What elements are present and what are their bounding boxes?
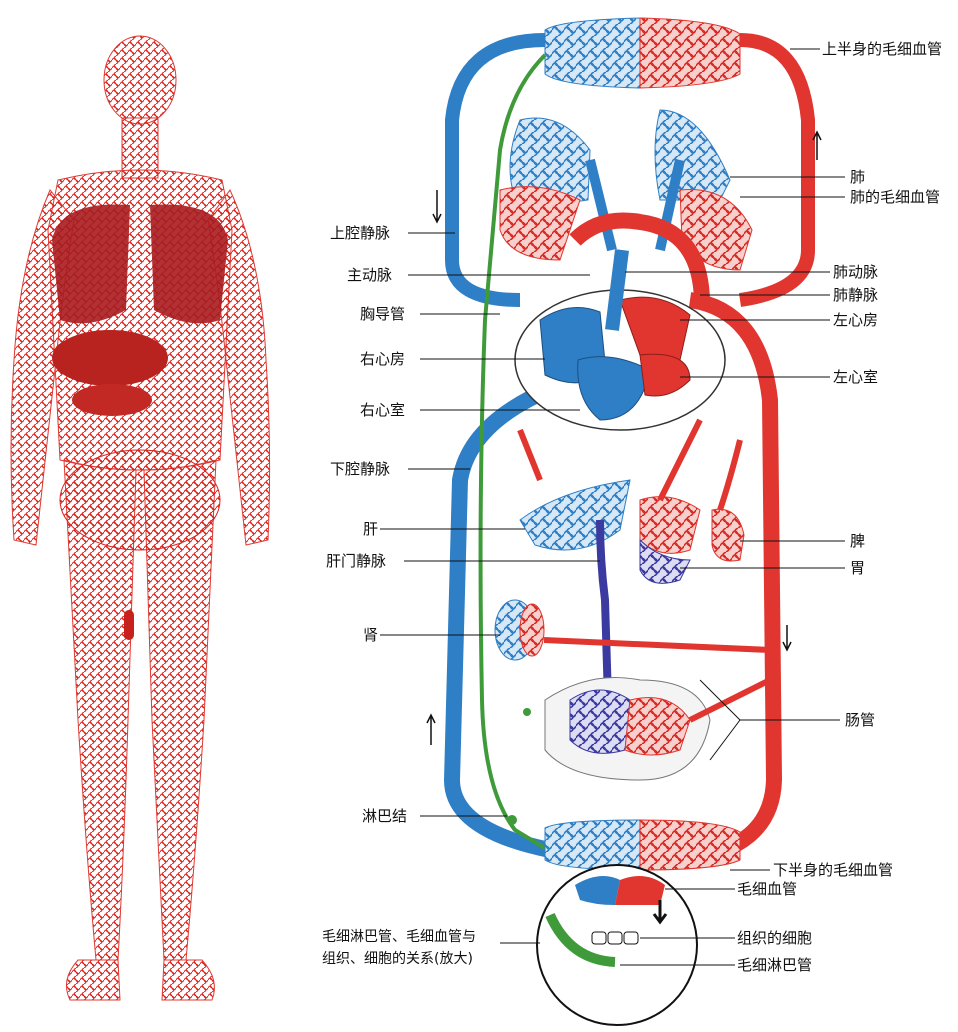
- tissue-cell-1: [591, 931, 607, 945]
- label-left-ventricle: 左心室: [833, 368, 879, 386]
- body-vascular-figure: [10, 35, 271, 1001]
- intestine-capillary-purple: [569, 689, 631, 754]
- label-aorta: 主动脉: [347, 266, 393, 284]
- stomach-capillary-purple: [639, 538, 691, 584]
- label-inferior-vena-cava: 下腔静脉: [330, 460, 391, 478]
- label-capillary: 毛细血管: [737, 880, 798, 898]
- head-vessels: [103, 35, 177, 125]
- label-thoracic-duct: 胸导管: [360, 305, 406, 323]
- lower-capillary-red: [639, 819, 741, 871]
- label-portal-vein: 肝门静脉: [326, 552, 387, 570]
- label-superior-vena-cava: 上腔静脉: [330, 224, 391, 242]
- inferior-vena-cava-vessel: [443, 377, 563, 858]
- left-foot-vessels: [65, 959, 121, 1001]
- label-inset-caption: 毛细淋巴管、毛细血管与 组织、细胞的关系(放大): [322, 929, 476, 967]
- right-lung-shape: [150, 204, 228, 324]
- label-right-ventricle: 右心室: [360, 401, 406, 419]
- kidney-capillary-red: [519, 603, 545, 657]
- label-intestine: 肠管: [845, 711, 876, 729]
- label-lymph-node: 淋巴结: [362, 807, 408, 825]
- flow-arrows: [426, 130, 822, 745]
- intestine-vessels-shape: [59, 449, 221, 551]
- left-lung-shape: [52, 204, 130, 324]
- upper-capillary-red: [639, 17, 741, 89]
- spleen-capillary-red: [639, 496, 701, 554]
- label-right-atrium: 右心房: [360, 350, 406, 368]
- intestine-capillary-red: [624, 697, 691, 756]
- kidney-area-shape: [72, 384, 152, 416]
- pulmonary-trunk-vessel: [605, 249, 629, 331]
- inset-lymph-capillary: [545, 912, 616, 967]
- right-lung-capillary-blue: [654, 109, 731, 201]
- lower-capillary-blue: [544, 819, 641, 871]
- label-lung-capillaries: 肺的毛细血管: [850, 188, 941, 206]
- tissue-cell-2: [607, 931, 623, 945]
- upper-artery-vessel: [738, 33, 815, 307]
- portal-vein-vessel: [596, 519, 612, 701]
- label-liver: 肝: [363, 520, 379, 538]
- inset-capillary-blue: [575, 876, 620, 905]
- upper-capillary-blue: [544, 17, 641, 89]
- left-ventricle-chamber: [639, 353, 691, 397]
- organ-arteries: [517, 418, 743, 511]
- label-upper-capillaries: 上半身的毛细血管: [822, 40, 943, 58]
- mesenteric-artery-vessel: [688, 677, 772, 723]
- label-kidney: 肾: [363, 626, 379, 644]
- inset-capillary-red: [615, 876, 665, 905]
- left-atrium-chamber: [619, 296, 691, 361]
- left-lung-capillary-red: [499, 186, 581, 261]
- label-left-atrium: 左心房: [833, 311, 879, 329]
- inset-arrow-down: [652, 900, 668, 925]
- neck-vessels: [121, 117, 159, 179]
- label-spleen: 脾: [850, 532, 866, 550]
- liver-capillary-blue: [519, 479, 631, 551]
- label-lower-capillaries: 下半身的毛细血管: [773, 861, 894, 879]
- superior-vena-cava-vessel: [445, 33, 546, 307]
- label-lymph-capillary: 毛细淋巴管: [737, 956, 813, 974]
- aorta-arch-vessel: [569, 212, 710, 301]
- circulation-schematic: [380, 17, 845, 1026]
- label-lung: 肺: [850, 168, 866, 186]
- right-foot-vessels: [161, 959, 215, 1001]
- label-tissue-cells: 组织的细胞: [737, 929, 813, 947]
- thoracic-duct-vessel: [478, 53, 550, 852]
- label-pulmonary-artery: 肺动脉: [833, 263, 879, 281]
- pelvic-vessel-shape: [124, 610, 134, 640]
- lymph-node-marker-mid: [523, 708, 531, 716]
- liver-shape: [52, 330, 168, 386]
- renal-artery-vessel: [543, 637, 771, 653]
- right-ventricle-chamber: [577, 356, 651, 421]
- right-leg-vessels: [143, 459, 217, 961]
- leader-lines: [380, 48, 845, 966]
- lymph-node-marker: [507, 815, 517, 825]
- label-pulmonary-vein: 肺静脉: [833, 286, 879, 304]
- tissue-cell-3: [623, 931, 639, 945]
- spleen-capillary-right: [711, 508, 745, 562]
- label-stomach: 胃: [850, 559, 866, 577]
